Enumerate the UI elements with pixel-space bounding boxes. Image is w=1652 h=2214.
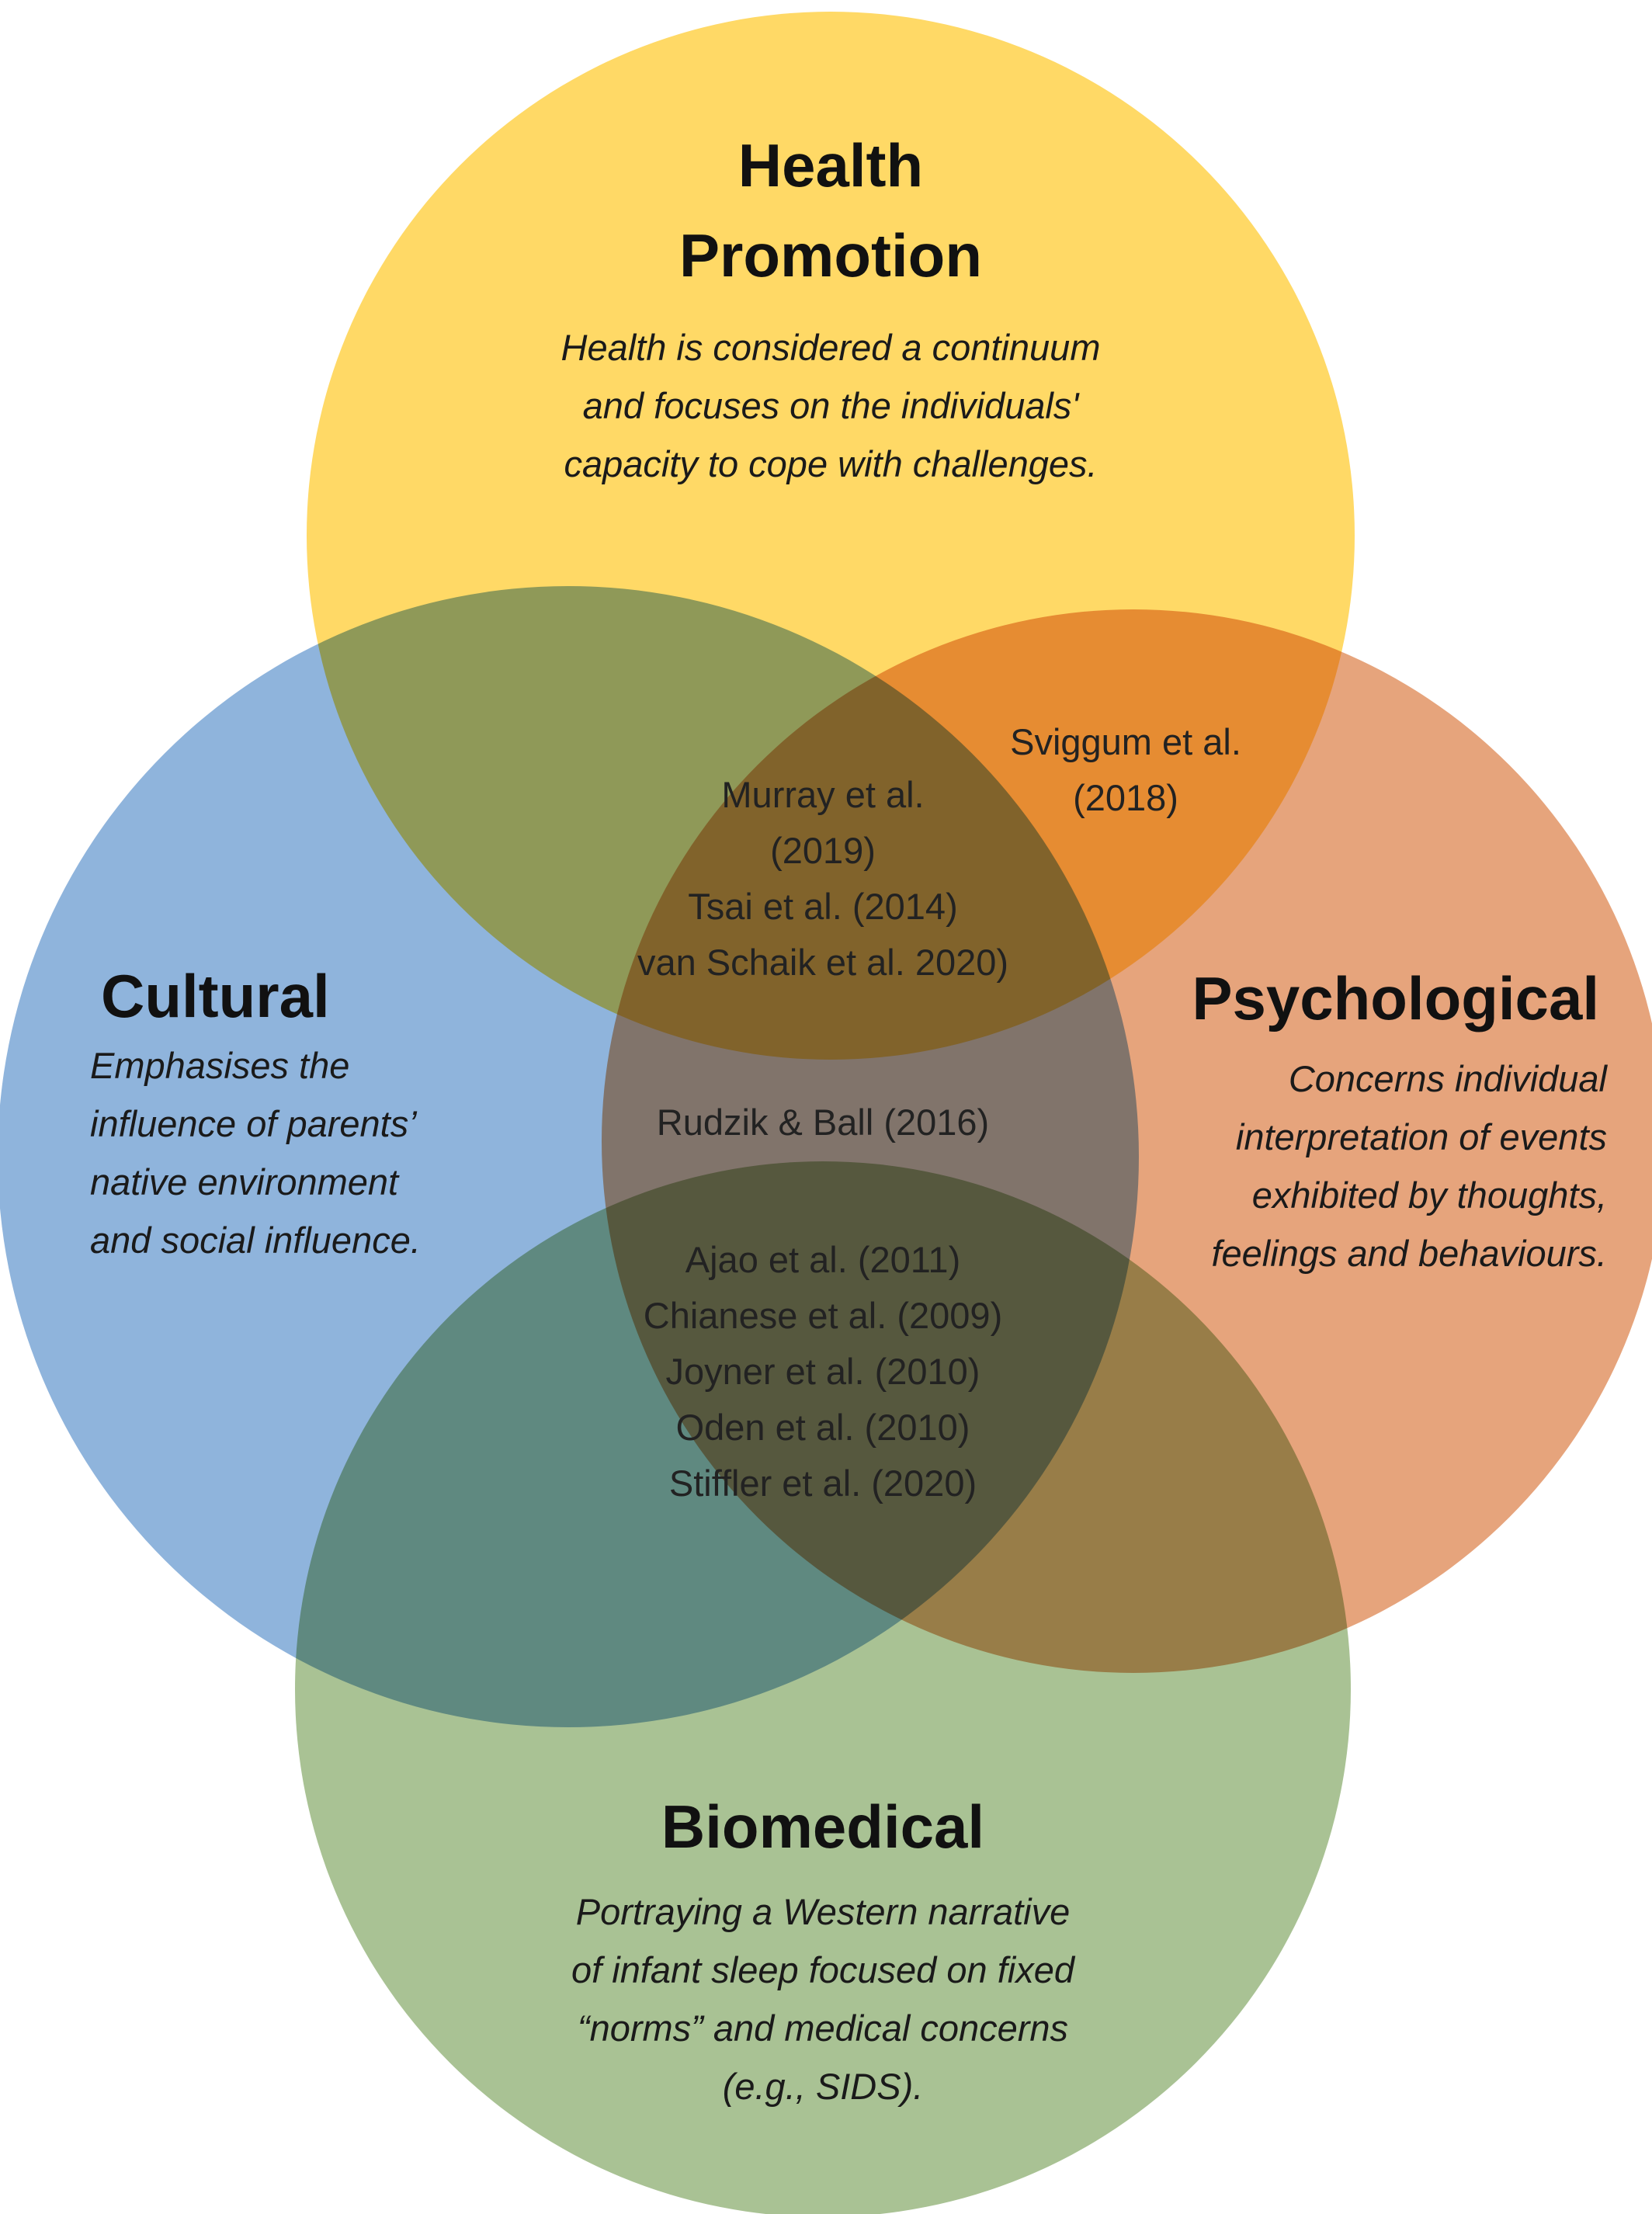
- reference-tsai: Tsai et al. (2014): [688, 886, 958, 927]
- biomedical-desc-line4: (e.g., SIDS).: [722, 2066, 924, 2107]
- cultural-description: Emphasises the influence of parents’ nat…: [90, 1036, 525, 1269]
- biomedical-desc-line2: of infant sleep focused on fixed: [571, 1949, 1074, 1990]
- biomedical-title: Biomedical: [661, 1792, 985, 1861]
- psychological-desc-line1: Concerns individual: [1288, 1058, 1607, 1099]
- health-promotion-title-line1: Health: [738, 131, 924, 200]
- psychological-title: Psychological: [1192, 964, 1599, 1032]
- reference-stiffler: Stiffler et al. (2020): [668, 1463, 977, 1504]
- reference-ajao: Ajao et al. (2011): [685, 1239, 961, 1280]
- overlap-health-cultural-psychological: Murray et al. (2019) Tsai et al. (2014) …: [574, 767, 1071, 991]
- overlap-health-psychological: Sviggum et al. (2018): [955, 714, 1296, 826]
- cultural-desc-line1: Emphasises the: [90, 1045, 350, 1086]
- health-promotion-description: Health is considered a continuum and foc…: [481, 318, 1180, 493]
- biomedical-circle: [295, 1161, 1351, 2214]
- cultural-desc-line4: and social influence.: [90, 1220, 421, 1261]
- health-promotion-title-line2: Promotion: [679, 221, 982, 290]
- reference-van-schaik: van Schaik et al. 2020): [637, 942, 1009, 983]
- reference-sviggum-line2: (2018): [1073, 777, 1178, 818]
- biomedical-description: Portraying a Western narrative of infant…: [512, 1883, 1133, 2115]
- reference-rudzik-ball: Rudzik & Ball (2016): [656, 1102, 990, 1143]
- reference-joyner: Joyner et al. (2010): [665, 1351, 980, 1392]
- psychological-desc-line2: interpretation of events: [1235, 1116, 1607, 1157]
- biomedical-desc-line3: “norms” and medical concerns: [577, 2008, 1069, 2049]
- reference-murray-line2: (2019): [770, 830, 876, 871]
- overlap-cultural-psychological: Rudzik & Ball (2016): [574, 1095, 1071, 1150]
- cultural-desc-line2: influence of parents’: [90, 1103, 417, 1144]
- reference-chianese: Chianese et al. (2009): [643, 1295, 1003, 1336]
- reference-oden: Oden et al. (2010): [675, 1407, 970, 1448]
- health-promotion-desc-line1: Health is considered a continuum: [560, 327, 1101, 368]
- health-promotion-title: Health Promotion: [598, 120, 1064, 300]
- reference-murray-line1: Murray et al.: [721, 774, 925, 815]
- reference-sviggum-line1: Sviggum et al.: [1010, 721, 1241, 762]
- biomedical-desc-line1: Portraying a Western narrative: [575, 1891, 1071, 1932]
- psychological-description: Concerns individual interpretation of ev…: [1102, 1050, 1607, 1282]
- health-promotion-desc-line3: capacity to cope with challenges.: [564, 443, 1098, 484]
- overlap-cultural-psychological-biomedical: Ajao et al. (2011) Chianese et al. (2009…: [574, 1232, 1071, 1511]
- psychological-desc-line4: feelings and behaviours.: [1211, 1233, 1607, 1274]
- cultural-desc-line3: native environment: [90, 1161, 399, 1202]
- cultural-title: Cultural: [101, 962, 330, 1030]
- health-promotion-desc-line2: and focuses on the individuals': [582, 385, 1079, 426]
- psychological-desc-line3: exhibited by thoughts,: [1251, 1175, 1607, 1216]
